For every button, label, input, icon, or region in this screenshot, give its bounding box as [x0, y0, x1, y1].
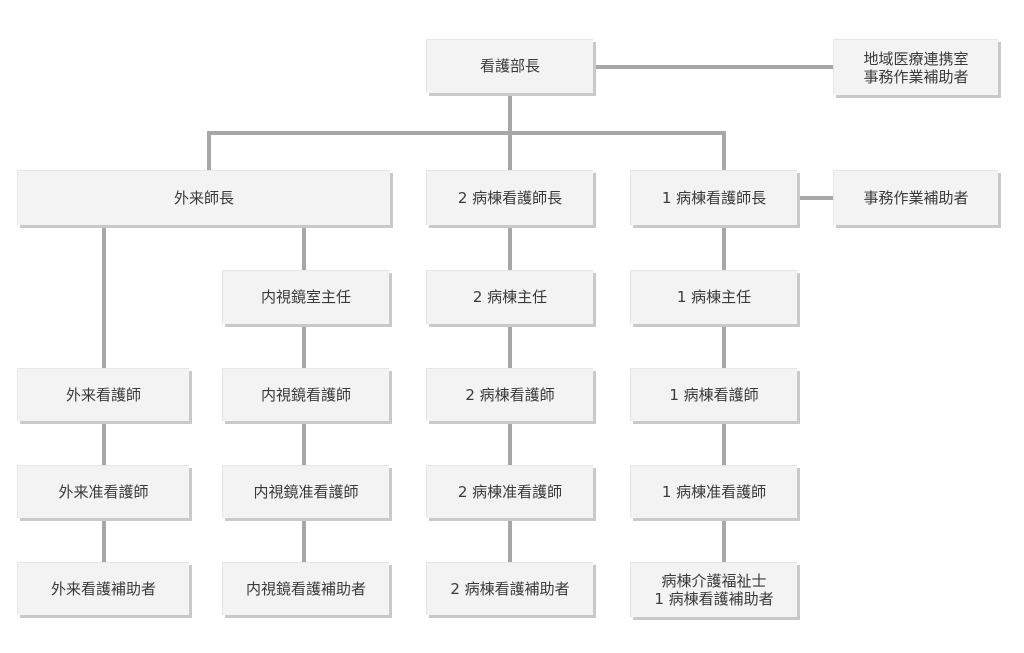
- node-ward2-aide: 2 病棟看護補助者: [426, 562, 593, 615]
- node-ward2-lead: 2 病棟主任: [426, 270, 593, 324]
- node-office-assistant: 事務作業補助者: [833, 170, 998, 225]
- node-endoscopy-nurse: 内視鏡看護師: [222, 368, 389, 421]
- node-ward1-aide: 病棟介護福祉士 1 病棟看護補助者: [630, 562, 797, 617]
- node-ward1-assoc-nurse: 1 病棟准看護師: [630, 465, 797, 518]
- node-ward2-chief: 2 病棟看護師長: [426, 170, 593, 225]
- node-ward1-lead: 1 病棟主任: [630, 270, 797, 324]
- node-endoscopy-aide: 内視鏡看護補助者: [222, 562, 389, 615]
- node-ward1-nurse: 1 病棟看護師: [630, 368, 797, 421]
- node-outpatient-nurse: 外来看護師: [17, 368, 189, 421]
- node-ward1-chief: 1 病棟看護師長: [630, 170, 797, 225]
- node-ward2-assoc-nurse: 2 病棟准看護師: [426, 465, 593, 518]
- node-regional-assistant: 地域医療連携室 事務作業補助者: [833, 39, 998, 95]
- node-outpatient-chief: 外来師長: [17, 170, 390, 225]
- node-head-nurse: 看護部長: [426, 39, 593, 93]
- node-endoscopy-lead: 内視鏡室主任: [222, 270, 389, 324]
- node-outpatient-assoc-nurse: 外来准看護師: [17, 465, 189, 518]
- node-outpatient-aide: 外来看護補助者: [17, 562, 189, 615]
- node-endoscopy-assoc-nurse: 内視鏡准看護師: [222, 465, 389, 518]
- node-ward2-nurse: 2 病棟看護師: [426, 368, 593, 421]
